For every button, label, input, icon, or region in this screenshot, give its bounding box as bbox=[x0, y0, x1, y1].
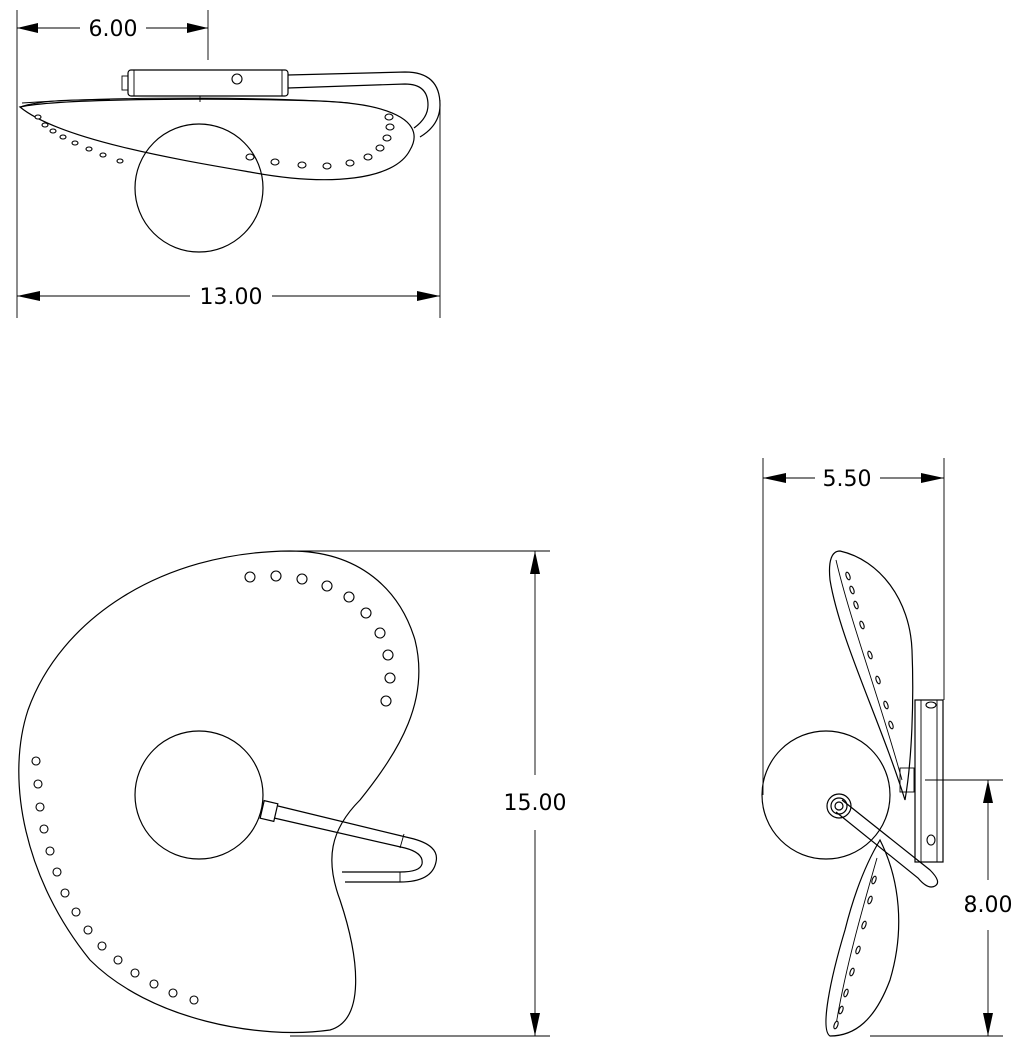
canopy-top bbox=[121, 69, 289, 102]
dimension-8-00: 8.00 bbox=[964, 780, 1013, 1036]
shade-holes-side bbox=[833, 571, 894, 1030]
dimension-5-50: 5.50 bbox=[763, 467, 944, 492]
wall-plate-side bbox=[899, 699, 944, 863]
globe-top bbox=[134, 123, 264, 253]
dimension-15-00: 15.00 bbox=[504, 551, 567, 1036]
dimension-label-15-00: 15.00 bbox=[504, 791, 567, 816]
globe-front bbox=[134, 730, 264, 860]
shade-side-lower bbox=[825, 838, 900, 1037]
front-view: 15.00 bbox=[18, 550, 567, 1037]
dimension-6-00: 6.00 bbox=[17, 17, 208, 42]
dimension-label-5-50: 5.50 bbox=[823, 467, 872, 492]
side-view: 5.50 8.00 bbox=[761, 458, 1013, 1037]
shade-holes-front bbox=[31, 570, 396, 1005]
arm-side bbox=[826, 793, 939, 888]
dimension-label-13-00: 13.00 bbox=[200, 285, 263, 310]
shade-top bbox=[18, 98, 415, 181]
dimension-label-8-00: 8.00 bbox=[964, 893, 1013, 918]
top-view: 6.00 13.00 bbox=[16, 10, 441, 318]
shade-holes-top bbox=[34, 113, 395, 170]
shade-front bbox=[18, 550, 420, 1034]
dimension-label-6-00: 6.00 bbox=[89, 17, 138, 42]
globe-side bbox=[761, 730, 891, 860]
shade-side-upper bbox=[828, 550, 914, 801]
arm-top bbox=[287, 71, 441, 138]
dimension-13-00: 13.00 bbox=[17, 285, 440, 310]
arm-front bbox=[259, 799, 438, 883]
